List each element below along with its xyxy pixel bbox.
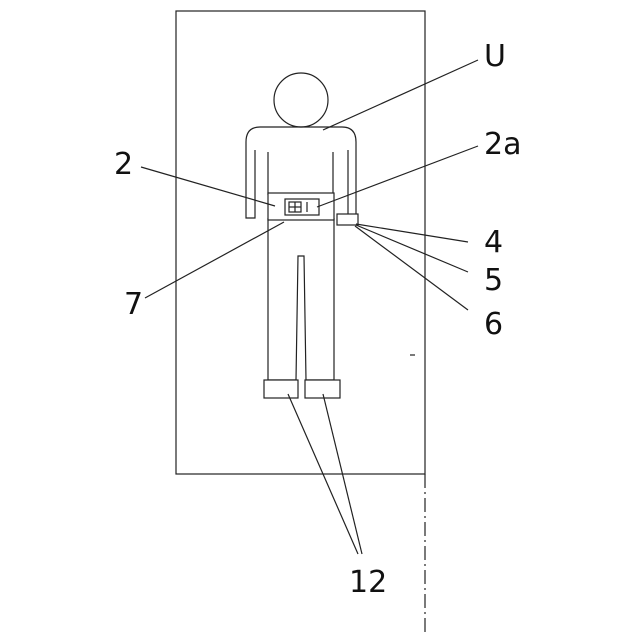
leader-lines bbox=[141, 60, 478, 554]
label-7: 7 bbox=[124, 287, 143, 322]
label-2a: 2a bbox=[484, 127, 521, 162]
label-4: 4 bbox=[484, 225, 503, 260]
right-shoe bbox=[305, 380, 340, 398]
leader-2a bbox=[317, 146, 478, 207]
leg-split bbox=[296, 256, 306, 380]
leader-5 bbox=[356, 225, 468, 272]
label-u: U bbox=[484, 39, 506, 74]
label-6: 6 bbox=[484, 307, 503, 342]
label-12: 12 bbox=[349, 565, 387, 600]
leader-7 bbox=[145, 222, 284, 298]
label-5: 5 bbox=[484, 263, 503, 298]
leader-6 bbox=[355, 226, 468, 310]
head bbox=[274, 73, 328, 127]
left-shoe bbox=[264, 380, 298, 398]
bed-outline bbox=[176, 11, 425, 474]
leader-u bbox=[323, 60, 478, 130]
label-2: 2 bbox=[114, 147, 133, 182]
wrist-device bbox=[337, 214, 358, 225]
